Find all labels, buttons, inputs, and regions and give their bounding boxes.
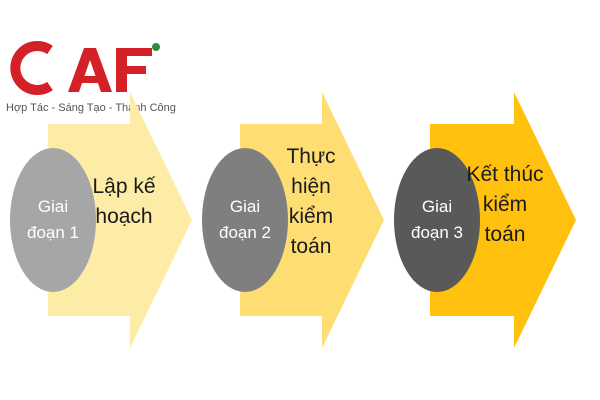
phase-3-arrow — [430, 92, 576, 348]
phase-2-label: Thực hiện kiểm toán — [276, 142, 346, 262]
phase-3-label-text: Kết thúc kiểm toán — [466, 163, 544, 246]
phase-3-circle: Giai đoạn 3 — [394, 148, 480, 292]
phase-2-label-text: Thực hiện kiểm toán — [286, 145, 336, 258]
phase-1-label: Lập kế hoạch — [84, 172, 164, 232]
phase-2-circle: Giai đoạn 2 — [202, 148, 288, 292]
phase-1-label-text: Lập kế hoạch — [92, 175, 156, 228]
phase-3-circle-label: Giai đoạn 3 — [411, 197, 463, 242]
phase-1-arrow — [48, 92, 192, 348]
phase-1-circle-label: Giai đoạn 1 — [27, 197, 79, 242]
phase-1-circle: Giai đoạn 1 — [10, 148, 96, 292]
phase-2-arrow — [240, 92, 384, 348]
caf-logo-mark — [10, 41, 160, 95]
phase-3-label: Kết thúc kiểm toán — [462, 160, 548, 250]
phase-2-circle-label: Giai đoạn 2 — [219, 197, 271, 242]
